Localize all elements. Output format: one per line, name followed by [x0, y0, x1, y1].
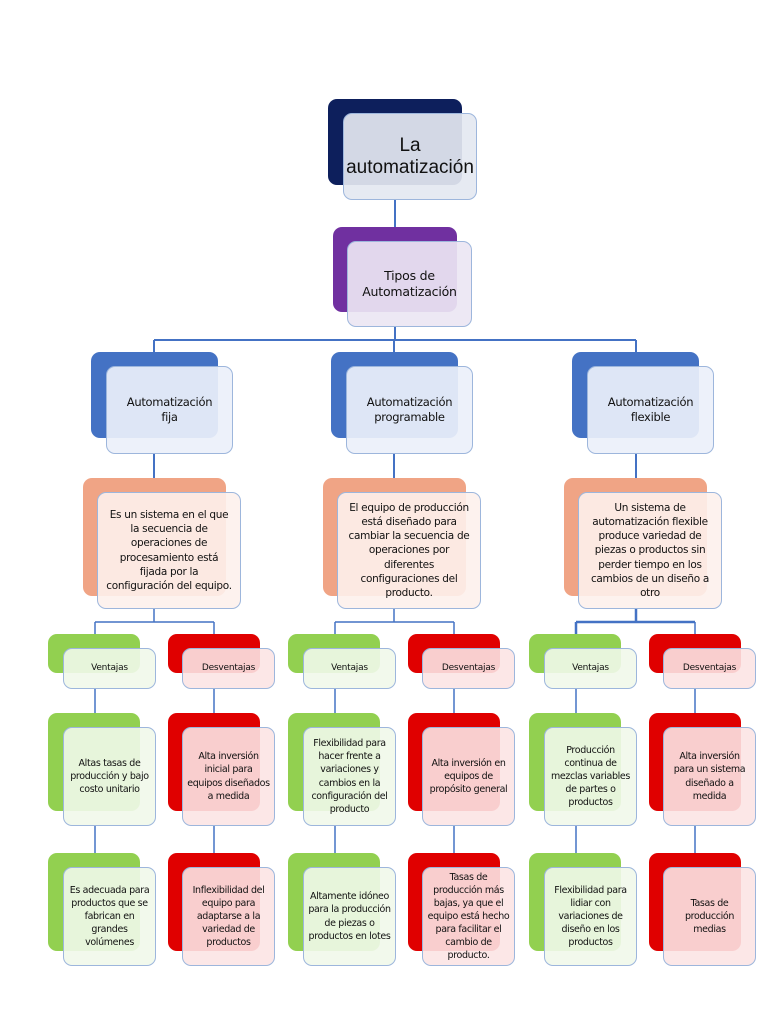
- disadvantage-item: Tasas de producción más bajas, ya que el…: [422, 867, 515, 966]
- advantage-item: Flexibilidad para lidiar con variaciones…: [544, 867, 637, 966]
- description-node-text: El equipo de producción está diseñado pa…: [337, 492, 481, 609]
- advantage-item: Flexibilidad para hacer frente a variaci…: [303, 727, 396, 826]
- disadvantages-header: Desventajas: [422, 648, 515, 689]
- type-node-title: Automatización programable: [346, 366, 473, 454]
- description-node-text: Es un sistema en el que la secuencia de …: [97, 492, 241, 609]
- advantage-item: Producción continua de mezclas variables…: [544, 727, 637, 826]
- disadvantage-item: Tasas de producción medias: [663, 867, 756, 966]
- types-node-label: Tipos de Automatización: [347, 241, 472, 327]
- advantages-header: Ventajas: [303, 648, 396, 689]
- description-node-text: Un sistema de automatización flexible pr…: [578, 492, 722, 609]
- advantage-item: Altamente idóneo para la producción de p…: [303, 867, 396, 966]
- disadvantage-item: Inflexibilidad del equipo para adaptarse…: [182, 867, 275, 966]
- disadvantage-item: Alta inversión en equipos de propósito g…: [422, 727, 515, 826]
- disadvantage-item: Alta inversión inicial para equipos dise…: [182, 727, 275, 826]
- advantages-header: Ventajas: [544, 648, 637, 689]
- disadvantages-header: Desventajas: [182, 648, 275, 689]
- disadvantages-header: Desventajas: [663, 648, 756, 689]
- type-node-title: Automatización fija: [106, 366, 233, 454]
- disadvantage-item: Alta inversión para un sistema diseñado …: [663, 727, 756, 826]
- root-node-label: La automatización: [343, 113, 477, 200]
- advantages-header: Ventajas: [63, 648, 156, 689]
- advantage-item: Es adecuada para productos que se fabric…: [63, 867, 156, 966]
- type-node-title: Automatización flexible: [587, 366, 714, 454]
- advantage-item: Altas tasas de producción y bajo costo u…: [63, 727, 156, 826]
